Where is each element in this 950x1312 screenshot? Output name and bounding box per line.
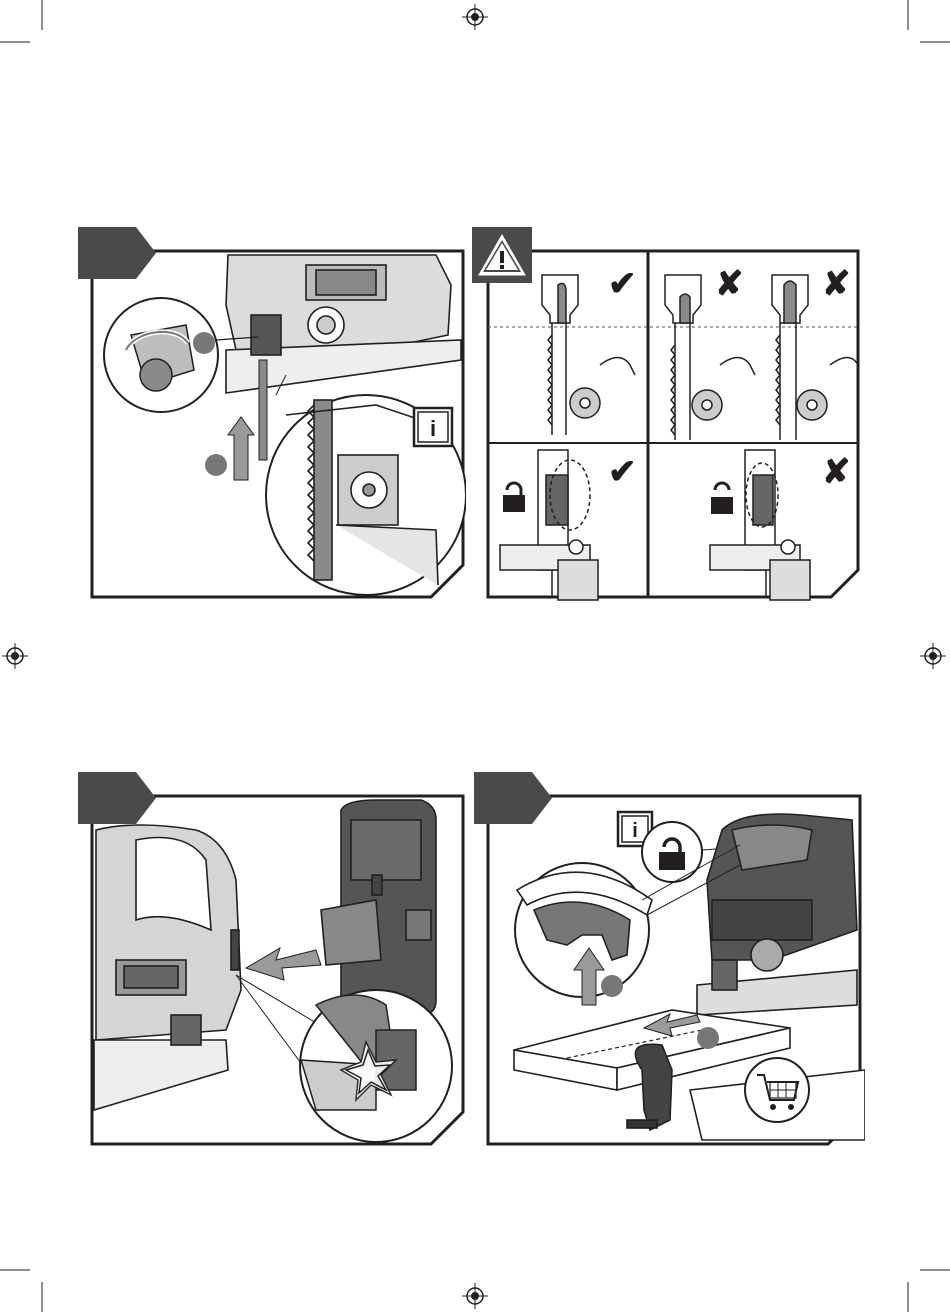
svg-text:i: i — [632, 820, 638, 842]
panel-workpiece-clamp: i — [472, 770, 865, 1148]
panel-blade-check: ✔ ✘ ✘ — [470, 225, 865, 601]
registration-mark-bottom — [462, 1283, 488, 1309]
cross-icon: ✘ — [822, 265, 851, 303]
registration-mark-right — [920, 643, 946, 669]
check-icon: ✔ — [608, 265, 637, 303]
cross-icon: ✘ — [822, 453, 851, 491]
check-icon: ✔ — [608, 453, 637, 491]
warning-icon — [472, 227, 532, 283]
registration-mark-left — [2, 643, 28, 669]
panel-blade-install: i — [76, 225, 466, 601]
shopping-cart-icon — [745, 1058, 809, 1122]
panel-blade-install-illustration: i — [76, 225, 466, 601]
panel-battery-insert — [76, 770, 466, 1148]
registration-mark-top — [462, 4, 488, 30]
cross-icon: ✘ — [715, 265, 744, 303]
info-icon: i — [414, 408, 452, 446]
svg-text:i: i — [430, 416, 436, 441]
